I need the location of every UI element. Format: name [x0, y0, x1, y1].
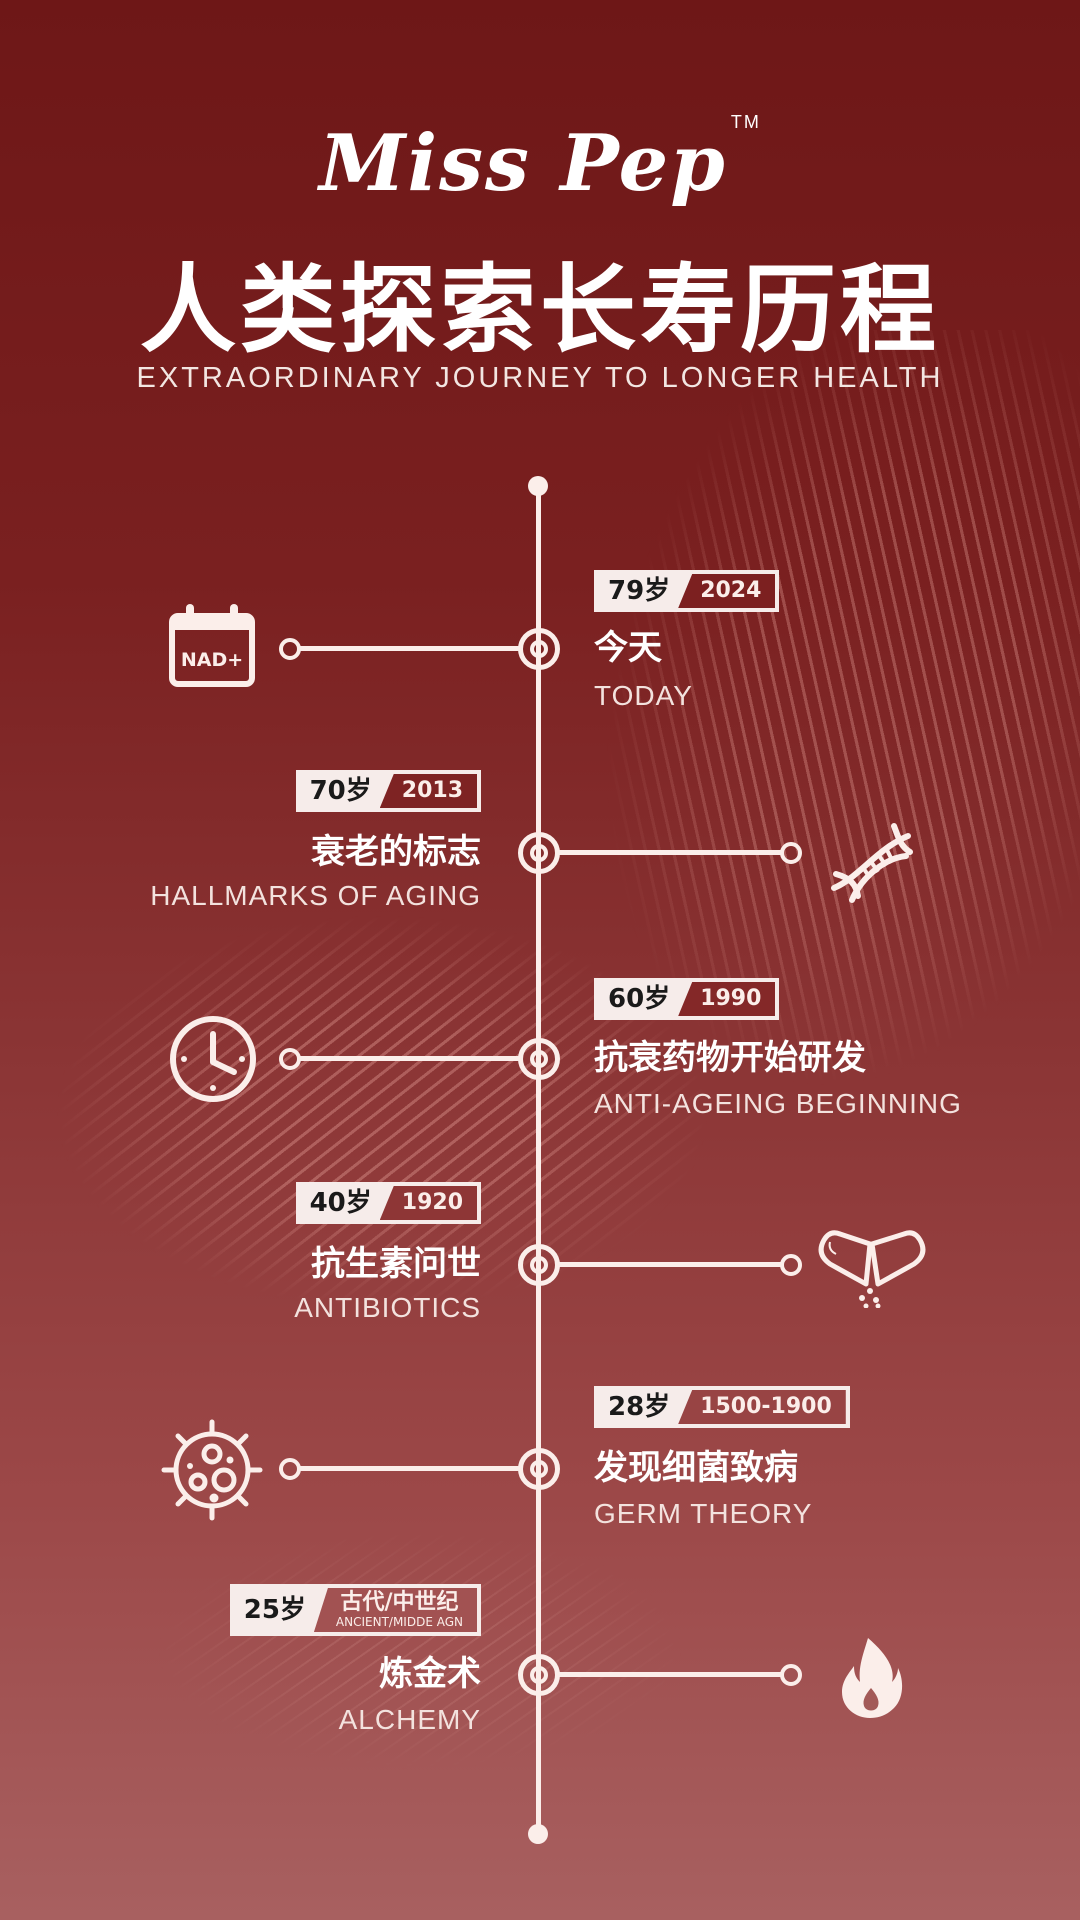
age-label: 40岁 [299, 1186, 390, 1220]
age-label: 60岁 [598, 982, 689, 1016]
age-year-tag: 70岁 2013 [295, 770, 481, 812]
branch-tip [279, 1048, 301, 1070]
age-year-tag: 40岁 1920 [295, 1182, 481, 1224]
branch-tip [780, 1254, 802, 1276]
event-title-en: HALLMARKS OF AGING [150, 880, 481, 911]
branch-line [558, 1262, 782, 1267]
year-label: 2024 [678, 574, 776, 608]
event-title-en: TODAY [594, 680, 693, 711]
svg-text:NAD+: NAD+ [181, 649, 243, 671]
year-label: 2013 [379, 774, 477, 808]
timeline-start-dot [528, 476, 548, 496]
timeline-node [518, 628, 560, 670]
event-title-en: GERM THEORY [594, 1498, 813, 1529]
event-title-en: ANTI-AGEING BEGINNING [594, 1088, 962, 1119]
age-label: 70岁 [299, 774, 390, 808]
age-label: 25岁 [233, 1588, 324, 1632]
branch-tip [780, 1664, 802, 1686]
year-label: 1990 [678, 982, 776, 1016]
age-label: 28岁 [598, 1390, 689, 1424]
event-title-en: ALCHEMY [338, 1704, 481, 1735]
branch-line [298, 1056, 520, 1061]
age-year-tag: 28岁 1500-1900 [594, 1386, 850, 1428]
clock-icon [168, 1014, 258, 1104]
year-label-en: ANCIENT/MIDDE AGN [335, 1615, 463, 1629]
trademark: TM [730, 112, 761, 132]
event-title-en: ANTIBIOTICS [294, 1292, 481, 1323]
branch-line [558, 1672, 782, 1677]
age-label: 79岁 [598, 574, 689, 608]
decorative-stripes [120, 1500, 720, 1800]
dna-icon [828, 818, 914, 904]
timeline-node [518, 832, 560, 874]
year-label-zh: 古代/中世纪 [340, 1590, 459, 1615]
page-title: 人类探索长寿历程 [140, 254, 940, 366]
logo-text: Miss Pep [319, 118, 727, 209]
year-label: 1500-1900 [678, 1390, 846, 1424]
timeline-node [518, 1038, 560, 1080]
event-title-zh: 今天 [594, 628, 662, 668]
event-title-zh: 衰老的标志 [311, 832, 481, 872]
age-year-tag: 79岁 2024 [594, 570, 780, 612]
branch-tip [279, 1458, 301, 1480]
age-year-tag: 25岁 古代/中世纪 ANCIENT/MIDDE AGN [229, 1584, 481, 1636]
timeline-node [518, 1448, 560, 1490]
timeline-spine [536, 486, 541, 1834]
event-title-zh: 发现细菌致病 [594, 1448, 798, 1488]
timeline-node [518, 1244, 560, 1286]
timeline-node [518, 1654, 560, 1696]
timeline-end-dot [528, 1824, 548, 1844]
branch-tip [780, 842, 802, 864]
year-label: 古代/中世纪 ANCIENT/MIDDE AGN [313, 1588, 477, 1632]
year-label: 1920 [379, 1186, 477, 1220]
decorative-stripes [40, 860, 800, 1420]
branch-line [558, 850, 782, 855]
page-subtitle: EXTRAORDINARY JOURNEY TO LONGER HEALTH [136, 362, 944, 394]
event-title-zh: 抗衰药物开始研发 [594, 1038, 866, 1078]
event-title-zh: 抗生素问世 [311, 1244, 481, 1284]
age-year-tag: 60岁 1990 [594, 978, 780, 1020]
bacteria-icon [160, 1418, 264, 1522]
branch-line [298, 1466, 520, 1471]
capsule-icon [814, 1228, 930, 1308]
nad-calendar-icon: NAD+ [168, 602, 256, 690]
flame-icon [838, 1636, 904, 1720]
branch-line [298, 646, 520, 651]
branch-tip [279, 638, 301, 660]
event-title-zh: 炼金术 [379, 1654, 481, 1694]
